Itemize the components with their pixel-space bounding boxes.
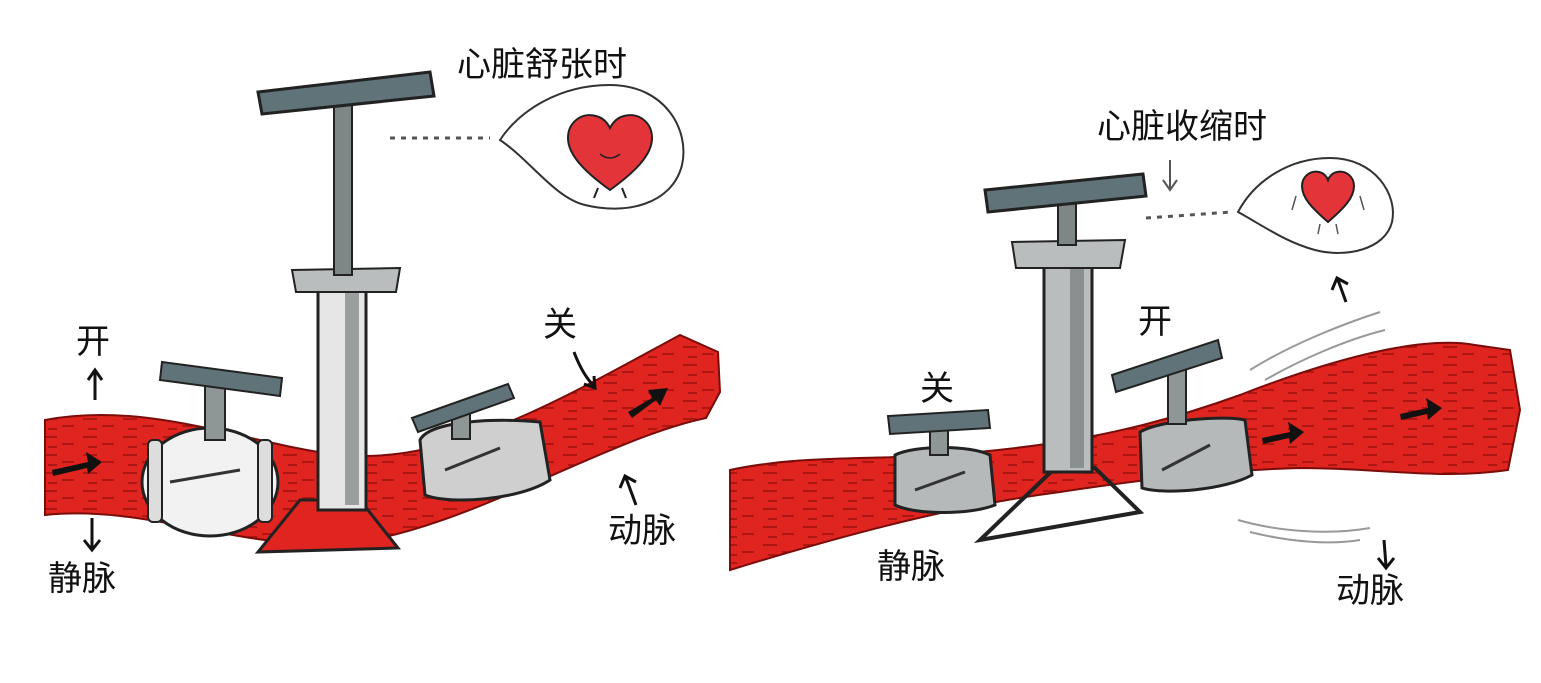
right-pump — [973, 172, 1148, 544]
left-panel — [44, 70, 722, 554]
left-artery-arrow — [618, 473, 638, 506]
right-title: 心脏收缩时 — [1097, 107, 1267, 147]
left-venous-valve — [140, 360, 284, 538]
left-open-arrow — [86, 367, 104, 400]
left-artery-flow-arrow — [628, 388, 668, 418]
left-venous-valve-label: 开 — [76, 322, 110, 362]
right-up-arrow — [1330, 275, 1349, 303]
right-arterial-valve — [1110, 338, 1254, 493]
right-motion-lines-top — [1249, 311, 1386, 381]
heart-contracting-icon — [1291, 170, 1365, 235]
right-vein-label: 静脉 — [877, 547, 945, 587]
right-artery-arrow — [1376, 539, 1396, 571]
heart-relaxed-icon — [566, 114, 654, 199]
right-title-arrow — [1162, 160, 1178, 192]
left-vein-arrow — [82, 518, 102, 553]
right-venous-valve-label: 关 — [920, 369, 954, 409]
right-motion-lines-bottom — [1237, 519, 1371, 544]
left-pump — [254, 70, 436, 554]
left-closed-arrow — [572, 351, 597, 391]
left-vein-label: 静脉 — [48, 559, 116, 599]
right-dotted-connector — [1145, 210, 1233, 220]
left-vein-flow-arrow — [52, 452, 102, 476]
right-artery-label: 动脉 — [1336, 571, 1404, 611]
left-arterial-valve — [410, 382, 552, 502]
left-artery-label: 动脉 — [608, 511, 676, 551]
left-arterial-valve-label: 关 — [543, 305, 577, 345]
left-title: 心脏舒张时 — [457, 45, 627, 85]
right-artery-flow-arrow-1 — [1262, 422, 1304, 444]
right-artery-flow-arrow-2 — [1400, 398, 1442, 420]
right-panel — [729, 156, 1522, 572]
right-arterial-valve-label: 开 — [1138, 302, 1172, 342]
right-venous-valve — [886, 408, 997, 514]
